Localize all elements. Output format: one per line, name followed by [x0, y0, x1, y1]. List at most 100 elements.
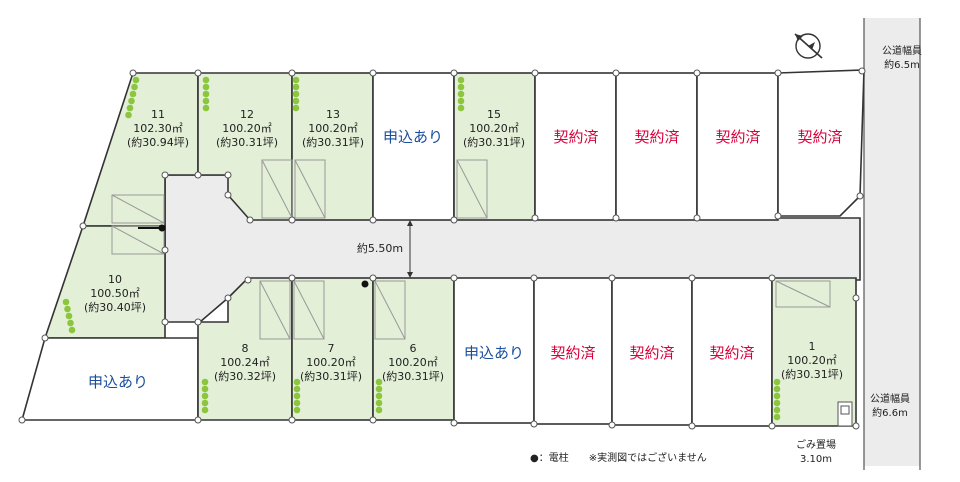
public-road-bottom-label: 公道幅員 [870, 392, 910, 405]
lot-15-no: 15 [487, 108, 501, 121]
boundary-posts [18, 67, 866, 430]
tree-icon [293, 392, 301, 400]
lot-12-area: 100.20㎡ [222, 122, 272, 135]
tree-icon [773, 413, 781, 421]
lot-10 [43, 225, 166, 339]
legend-note: ●：電柱 ※実測図ではございません [530, 451, 707, 464]
lot-2 [691, 277, 773, 427]
lot-19 [777, 69, 865, 217]
lot-15-tsubo: (約30.31坪) [463, 135, 525, 149]
tree-icon [201, 392, 209, 400]
lot-6-no: 6 [410, 342, 417, 355]
lot-10-area: 100.50㎡ [90, 287, 140, 300]
lot-11-area: 102.30㎡ [133, 122, 183, 135]
tree-icon [293, 399, 301, 407]
tree-icon [292, 83, 300, 91]
tree-icon [457, 97, 465, 105]
lot-11-no: 11 [151, 108, 165, 121]
tree-icon [201, 378, 209, 386]
tree-icon [129, 90, 137, 98]
tree-icon [128, 97, 135, 105]
lot-6-tsubo: (約30.31坪) [382, 369, 444, 383]
lot-18-status: 契約済 [715, 128, 760, 146]
tree-icon [457, 104, 465, 112]
lot-1-tsubo: (約30.31坪) [781, 367, 843, 381]
tree-icon [201, 385, 209, 393]
lot-5 [453, 277, 535, 424]
garbage-label: ごみ置場 [796, 438, 836, 451]
tree-icon [293, 385, 301, 393]
road-width-label: 約5.50m [357, 241, 403, 255]
tree-icon [64, 305, 71, 313]
tree-icon [375, 406, 383, 414]
lot-19-status: 契約済 [797, 128, 842, 146]
tree-icon [132, 76, 140, 84]
tree-icon [126, 104, 134, 112]
lot-3 [611, 277, 693, 426]
lot-9-status: 申込あり [88, 373, 148, 391]
tree-icon [457, 83, 465, 91]
tree-icon [65, 312, 73, 320]
hedge-trees [62, 76, 781, 421]
tree-icon [292, 76, 300, 84]
lot-8-tsubo: (約30.32坪) [214, 369, 276, 383]
lot-1-area: 100.20㎡ [787, 354, 837, 367]
tree-icon [773, 385, 781, 393]
tree-icon [201, 406, 209, 414]
tree-icon [292, 90, 300, 98]
tree-icon [62, 298, 70, 306]
tree-icon [773, 399, 781, 407]
public-road-bottom-width: 約6.6m [872, 406, 908, 419]
tree-icon [457, 76, 465, 84]
lot-1-no: 1 [809, 340, 816, 353]
lot-7-area: 100.20㎡ [306, 356, 356, 369]
tree-icon [773, 406, 781, 414]
lot-16-status: 契約済 [553, 128, 598, 146]
tree-icon [457, 90, 465, 98]
tree-icon [292, 97, 300, 105]
lot-8-no: 8 [242, 342, 249, 355]
lot-13-no: 13 [326, 108, 340, 121]
public-road-top-label: 公道幅員 [882, 44, 922, 57]
lot-12-no: 12 [240, 108, 254, 121]
tree-icon [773, 378, 781, 386]
lot-7-no: 7 [328, 342, 335, 355]
lot-10-tsubo: (約30.40坪) [84, 300, 146, 314]
lot-2-status: 契約済 [709, 344, 754, 362]
lot-16 [534, 72, 617, 221]
lot-13-area: 100.20㎡ [308, 122, 358, 135]
lot-4-status: 契約済 [550, 344, 595, 362]
lot-11-tsubo: (約30.94坪) [127, 135, 189, 149]
lot-15-area: 100.20㎡ [469, 122, 519, 135]
garbage-width: 3.10m [800, 454, 832, 465]
lot-13 [291, 72, 374, 221]
lot-14 [372, 72, 455, 221]
north-arrow-icon [794, 33, 823, 59]
lot-17-status: 契約済 [634, 128, 679, 146]
tree-icon [202, 83, 210, 91]
tree-icon [67, 319, 74, 327]
public-road [864, 18, 920, 466]
lot-18 [696, 72, 779, 221]
tree-icon [292, 104, 300, 112]
tree-icon [202, 104, 210, 112]
lot-12-tsubo: (約30.31坪) [216, 135, 278, 149]
lot-3-status: 契約済 [629, 344, 674, 362]
tree-icon [68, 326, 76, 334]
lot-14-status: 申込あり [383, 128, 443, 146]
lot-8-area: 100.24㎡ [220, 356, 270, 369]
tree-icon [125, 111, 132, 119]
tree-icon [375, 399, 383, 407]
parking-marks [111, 159, 831, 340]
tree-icon [375, 385, 383, 393]
tree-icon [131, 83, 138, 91]
tree-icon [201, 399, 209, 407]
tree-icon [375, 392, 383, 400]
tree-icon [293, 406, 301, 414]
lot-7-tsubo: (約30.31坪) [300, 369, 362, 383]
tree-icon [293, 378, 301, 386]
lot-5-status: 申込あり [464, 344, 524, 362]
public-road-top-width: 約6.5m [884, 58, 920, 71]
lot-4 [533, 277, 613, 425]
